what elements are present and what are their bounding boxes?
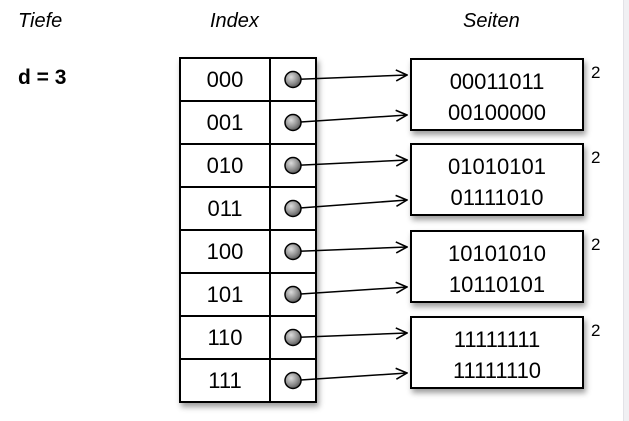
pointer-ball: [284, 285, 302, 304]
pointer-ball: [284, 371, 302, 390]
page-entry: 00011011: [450, 69, 545, 94]
depth-column-title: Tiefe: [18, 10, 62, 32]
local-depth-label: 2: [591, 235, 600, 254]
index-row-label: 000: [207, 67, 244, 92]
page-entry: 11111111: [454, 327, 540, 352]
page-box: [410, 143, 584, 216]
local-depth-label: 2: [591, 63, 600, 82]
page-entry: 11111110: [453, 358, 541, 383]
pointer-arrow: [292, 287, 407, 296]
pointer-arrow: [292, 333, 407, 338]
page-box: [410, 230, 584, 303]
page-box: [410, 316, 584, 389]
pointer-ball: [284, 242, 302, 261]
page-entry: 01111010: [451, 185, 544, 210]
index-row-label: 011: [207, 196, 242, 221]
page-box: [410, 58, 584, 131]
pointer-ball: [284, 199, 302, 218]
index-row-label: 110: [207, 325, 242, 350]
window-edge-strip: [623, 0, 629, 421]
local-depth-label: 2: [591, 148, 600, 167]
index-row-label: 100: [207, 239, 244, 264]
shadowed-boxes: [179, 57, 584, 403]
index-row-label: 010: [207, 153, 244, 178]
page-entry: 01010101: [448, 154, 546, 179]
page-entry: 10110101: [449, 272, 545, 297]
global-depth-value: d = 3: [18, 66, 66, 89]
pointer-ball: [284, 328, 302, 347]
index-row-label: 001: [207, 110, 244, 135]
pointer-arrow: [292, 373, 407, 382]
pages-column-title: Seiten: [463, 10, 520, 32]
index-row-label: 111: [208, 368, 241, 393]
page-entry: 10101010: [448, 241, 546, 266]
pointer-ball: [284, 113, 302, 132]
index-row-label: 101: [207, 282, 244, 307]
page-entry: 00100000: [448, 100, 546, 125]
pointer-arrow: [292, 247, 407, 252]
pointer-ball: [284, 156, 302, 175]
pointer-arrow: [292, 115, 407, 124]
pointer-arrow: [292, 200, 407, 210]
pointer-arrow: [292, 160, 407, 166]
local-depth-label: 2: [591, 321, 600, 340]
index-column-title: Index: [210, 10, 260, 32]
pointer-ball: [284, 70, 302, 89]
pointer-arrow: [292, 75, 407, 80]
